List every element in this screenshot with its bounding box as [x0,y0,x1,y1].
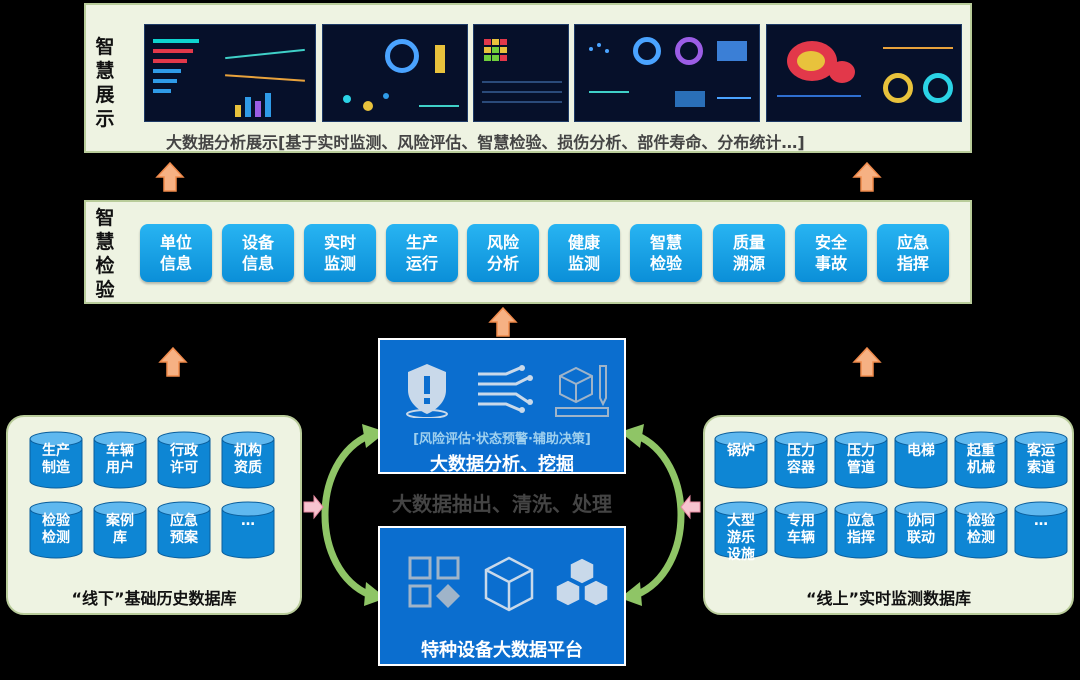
module-quality-trace: 质量溯源 [713,224,785,282]
analysis-subtitle: [风险评估·状态预警·辅助决策] [413,432,591,447]
online-cylinder-label: 压力容器 [787,443,815,476]
module-risk-analysis: 风险分析 [467,224,539,282]
offline-cylinder: … [220,501,276,559]
offline-cylinder: 案例库 [92,501,148,559]
online-cylinder: 压力管道 [833,431,889,489]
offline-cylinder: 检验检测 [28,501,84,559]
dashboard-thumbnail-1 [144,24,316,122]
offline-db-title: “线下”基础历史数据库 [71,589,237,608]
online-cylinder: 专用车辆 [773,501,829,559]
online-cylinder: 电梯 [893,431,949,489]
platform-title: 特种设备大数据平台 [421,640,583,661]
online-cylinder-label: 专用车辆 [787,513,815,546]
display-caption: 大数据分析展示[基于实时监测、风险评估、智慧检验、损伤分析、部件寿命、分布统计…… [166,133,805,152]
analysis-title: 大数据分析、挖掘 [430,454,574,475]
blocks-icon [408,556,460,608]
cubes-stack-icon [555,557,609,607]
online-cylinder-label: 大型游乐设施 [727,513,755,563]
online-cylinder-label: 客运索道 [1027,443,1055,476]
offline-cylinder: 车辆用户 [92,431,148,489]
module-emergency-command: 应急指挥 [877,224,949,282]
module-realtime-monitoring: 实时监测 [304,224,376,282]
online-cylinder: … [1013,501,1069,559]
module-health-monitoring: 健康监测 [548,224,620,282]
offline-cylinder: 机构资质 [220,431,276,489]
module-safety-accident: 安全事故 [795,224,867,282]
offline-cylinder-label: 车辆用户 [106,443,134,476]
online-db-title: “线上”实时监测数据库 [805,589,972,608]
online-cylinder: 锅炉 [713,431,769,489]
dashboard-thumbnail-5 [766,24,962,122]
offline-cylinder-label: … [241,513,255,529]
inspection-title: 智慧检验 [95,207,115,301]
arrow-right-icon [303,494,324,520]
online-cylinder-label: 应急指挥 [847,513,875,546]
cube-icon [484,556,534,612]
cycle-arrow-right-icon [620,424,685,606]
offline-cylinder-label: 应急预案 [170,513,198,546]
online-cylinder: 压力容器 [773,431,829,489]
online-cylinder-label: 起重机械 [967,443,995,476]
offline-cylinder-label: 生产制造 [42,443,70,476]
online-cylinder-label: … [1034,513,1048,529]
arrow-up-icon [852,161,882,192]
online-realtime-db-panel: 锅炉 压力容器 压力管道 电梯 起重机械 客运索道大型游乐设施 专用车辆 应急指挥 协同联动 检验… [703,415,1074,615]
online-cylinder: 大型游乐设施 [713,501,769,563]
arrow-left-icon [680,494,701,520]
module-production-operation: 生产运行 [386,224,458,282]
arrow-up-icon [852,346,882,377]
online-cylinder: 检验检测 [953,501,1009,559]
data-flow-icon [478,365,533,413]
arrow-up-icon [155,161,185,192]
online-cylinder: 客运索道 [1013,431,1069,489]
shield-alert-icon [406,364,448,418]
offline-cylinder-label: 行政许可 [170,443,198,476]
offline-cylinder-label: 机构资质 [234,443,262,476]
dashboard-thumbnail-3 [473,24,569,122]
big-data-analysis-box: [风险评估·状态预警·辅助决策] 大数据分析、挖掘 [378,338,626,475]
online-cylinder-label: 压力管道 [847,443,875,476]
online-cylinder: 协同联动 [893,501,949,559]
measure-box-icon [555,365,609,417]
dashboard-thumbnail-2 [322,24,468,122]
display-title: 智慧展示 [95,36,115,130]
module-unit-info: 单位信息 [140,224,212,282]
online-cylinder-label: 电梯 [907,443,935,459]
dashboard-thumbnail-4 [574,24,760,122]
arrow-up-icon [158,346,188,377]
offline-cylinder-label: 案例库 [106,513,134,546]
big-data-platform-box: 特种设备大数据平台 [378,526,626,666]
offline-cylinder: 应急预案 [156,501,212,559]
offline-history-db-panel: 生产制造 车辆用户 行政许可 机构资质检验检测 案例库 应急预案 … “线下”基础历史数据库 [6,415,302,615]
offline-cylinder: 行政许可 [156,431,212,489]
etl-label: 大数据抽出、清洗、处理 [392,492,612,516]
online-cylinder: 应急指挥 [833,501,889,559]
online-cylinder-label: 锅炉 [727,443,755,459]
offline-cylinder: 生产制造 [28,431,84,489]
online-cylinder: 起重机械 [953,431,1009,489]
offline-cylinder-label: 检验检测 [42,513,70,546]
smart-inspection-panel: 智慧检验 单位信息 设备信息 实时监测 生产运行 风险分析 健康监测 智慧检验 … [84,200,972,304]
online-cylinder-label: 检验检测 [967,513,995,546]
module-device-info: 设备信息 [222,224,294,282]
arrow-up-icon [488,306,518,337]
online-cylinder-label: 协同联动 [907,513,935,546]
module-smart-inspection: 智慧检验 [630,224,702,282]
smart-display-panel: 智慧展示 [84,3,972,153]
